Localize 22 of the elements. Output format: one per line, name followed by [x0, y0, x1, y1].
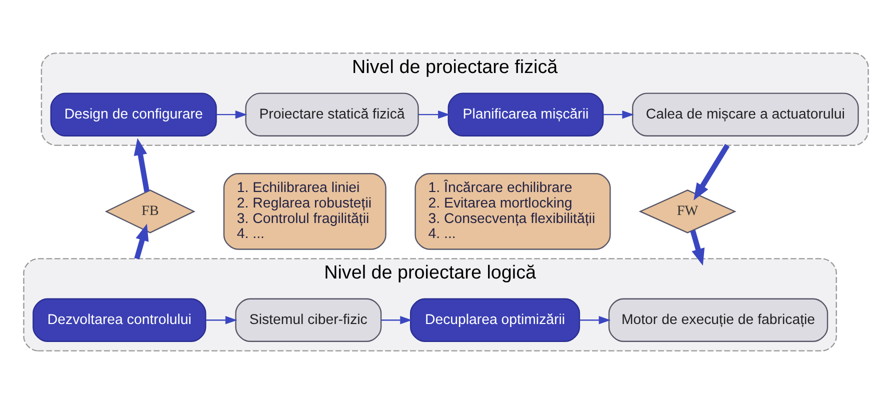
- node-box: Sistemul ciber-fizic: [234, 298, 382, 342]
- node-box: Decuplarea optimizării: [409, 298, 580, 342]
- arrow: [579, 315, 610, 324]
- arrow: [418, 110, 450, 118]
- arrow: [602, 110, 634, 118]
- arrow: [216, 110, 247, 118]
- node-box: Proiectare statică fizică: [244, 92, 418, 136]
- arrow: [690, 229, 704, 266]
- node-diamond: FB: [104, 189, 195, 233]
- node-box: Planificarea mișcării: [447, 92, 604, 136]
- arrow: [380, 315, 412, 324]
- node-box: 1. Echilibrarea liniei 2. Reglarea robusteții 3. Controlul fragilității 4. ...: [222, 172, 386, 250]
- node-box: Motor de execuție de fabricație: [608, 298, 828, 342]
- node-box: Design de configurare: [50, 92, 216, 136]
- arrow: [134, 223, 148, 259]
- node-box: 1. Încărcare echilibrare 2. Evitarea mortlocking 3. Consecvența flexibilității 4. ...: [414, 172, 610, 250]
- node-box: Dezvoltarea controlului: [32, 298, 206, 342]
- node-diamond: FW: [638, 189, 736, 233]
- arrow: [133, 138, 149, 192]
- arrow: [693, 143, 730, 200]
- node-box: Calea de mișcare a actuatorului: [632, 92, 858, 136]
- arrow: [205, 315, 237, 324]
